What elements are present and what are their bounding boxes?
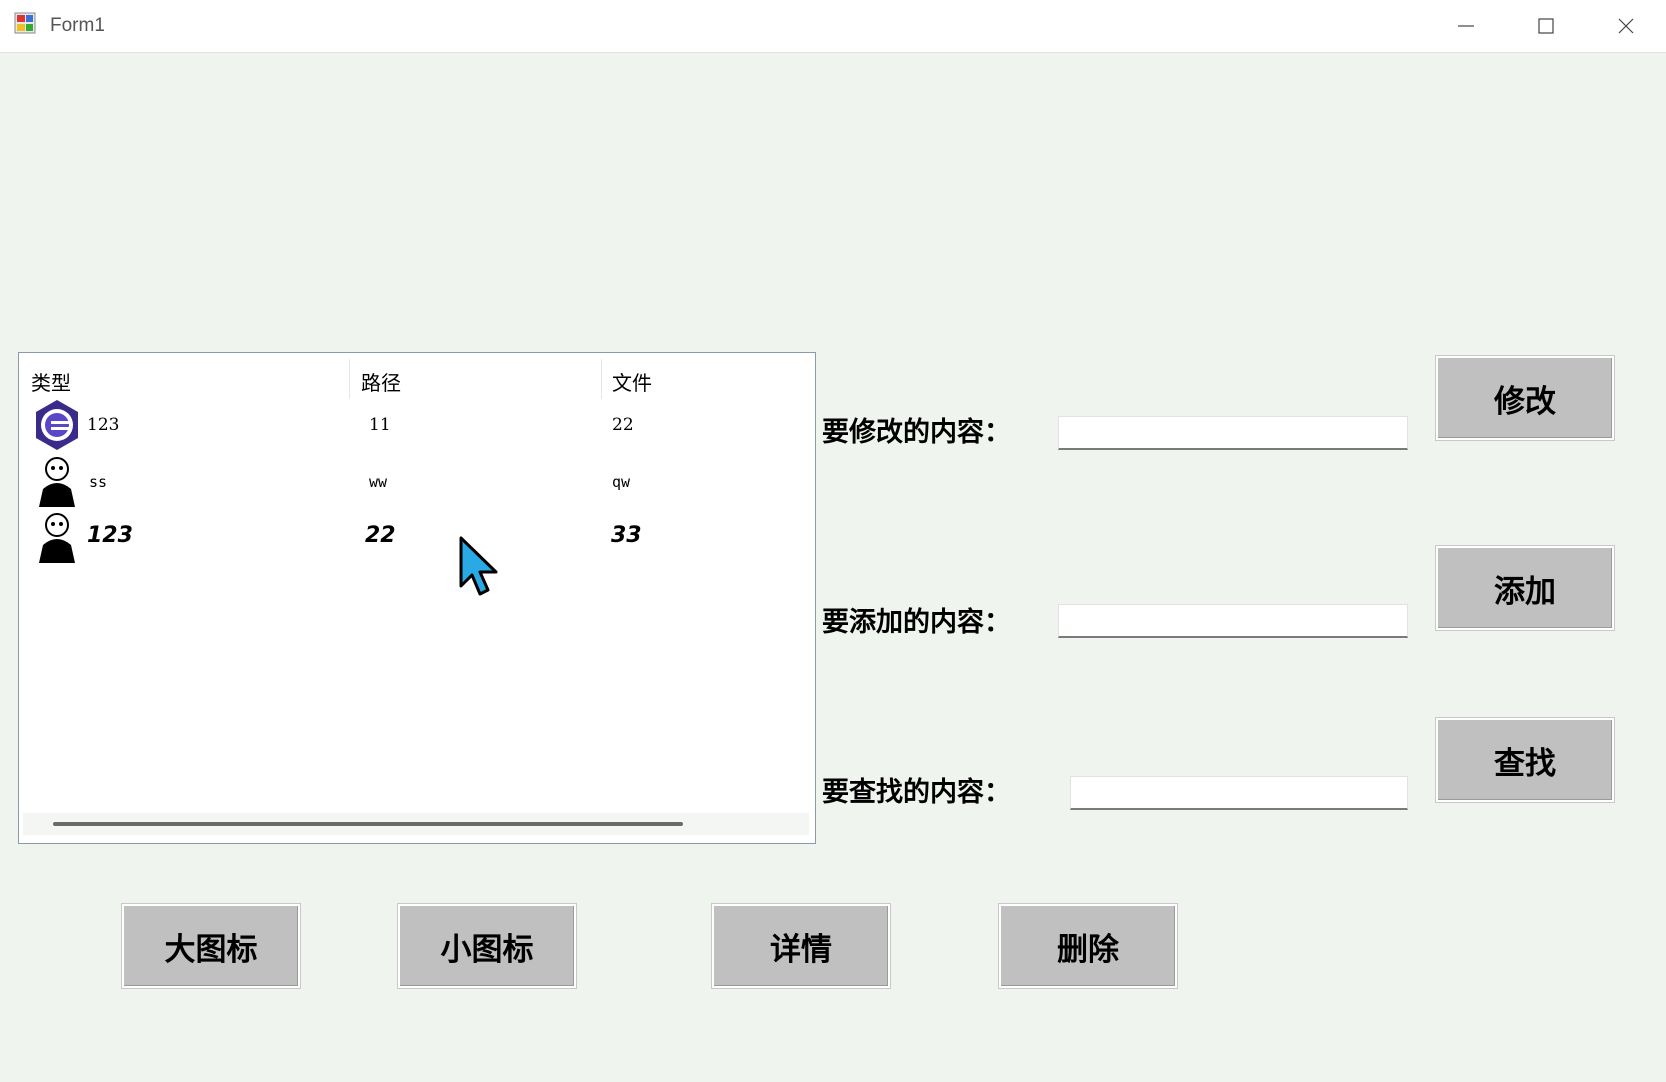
find-content-label: 要查找的内容：: [822, 777, 1011, 808]
cell-file: qw: [612, 473, 631, 491]
cell-path: 11: [369, 415, 391, 435]
list-item[interactable]: 123 11 22: [19, 397, 815, 453]
mouse-cursor-icon: [459, 536, 498, 596]
maximize-icon: [1538, 18, 1554, 34]
modify-content-label: 要修改的内容：: [822, 417, 1011, 448]
cell-type: ss: [89, 473, 108, 491]
close-button[interactable]: [1586, 0, 1666, 52]
minimize-icon: [1458, 25, 1474, 27]
small-icon-button[interactable]: 小图标: [397, 903, 577, 989]
column-header-type[interactable]: 类型: [31, 371, 71, 395]
find-content-input[interactable]: [1070, 776, 1408, 810]
eclipse-icon: [36, 400, 78, 450]
add-content-label: 要添加的内容：: [822, 607, 1011, 638]
cell-path: 22: [365, 523, 396, 548]
column-divider[interactable]: [349, 359, 350, 399]
column-header-file[interactable]: 文件: [612, 371, 652, 395]
add-button[interactable]: 添加: [1435, 545, 1615, 631]
person-icon: [39, 513, 75, 563]
cell-file: 22: [612, 415, 634, 435]
minimize-button[interactable]: [1426, 0, 1506, 52]
list-view[interactable]: 类型 路径 文件 123 11 22 ss ww qw: [18, 352, 816, 844]
window-title: Form1: [50, 15, 105, 36]
find-button[interactable]: 查找: [1435, 717, 1615, 803]
list-item[interactable]: ss ww qw: [19, 455, 815, 511]
column-divider[interactable]: [601, 359, 602, 399]
cell-file: 33: [611, 523, 642, 548]
title-bar: Form1: [0, 0, 1666, 53]
delete-button[interactable]: 删除: [998, 903, 1178, 989]
person-icon: [39, 457, 75, 507]
horizontal-scrollbar[interactable]: [23, 813, 809, 835]
list-item[interactable]: 123 22 33: [19, 511, 815, 567]
column-header-path[interactable]: 路径: [361, 371, 401, 395]
maximize-button[interactable]: [1506, 0, 1586, 52]
add-content-input[interactable]: [1058, 604, 1408, 638]
cell-type: 123: [87, 523, 133, 548]
app-icon: [14, 12, 36, 34]
scrollbar-thumb[interactable]: [53, 822, 683, 826]
close-icon: [1618, 18, 1634, 34]
large-icon-button[interactable]: 大图标: [121, 903, 301, 989]
details-button[interactable]: 详情: [711, 903, 891, 989]
cell-path: ww: [369, 473, 388, 491]
modify-button[interactable]: 修改: [1435, 355, 1615, 441]
cell-type: 123: [87, 415, 120, 435]
modify-content-input[interactable]: [1058, 416, 1408, 450]
